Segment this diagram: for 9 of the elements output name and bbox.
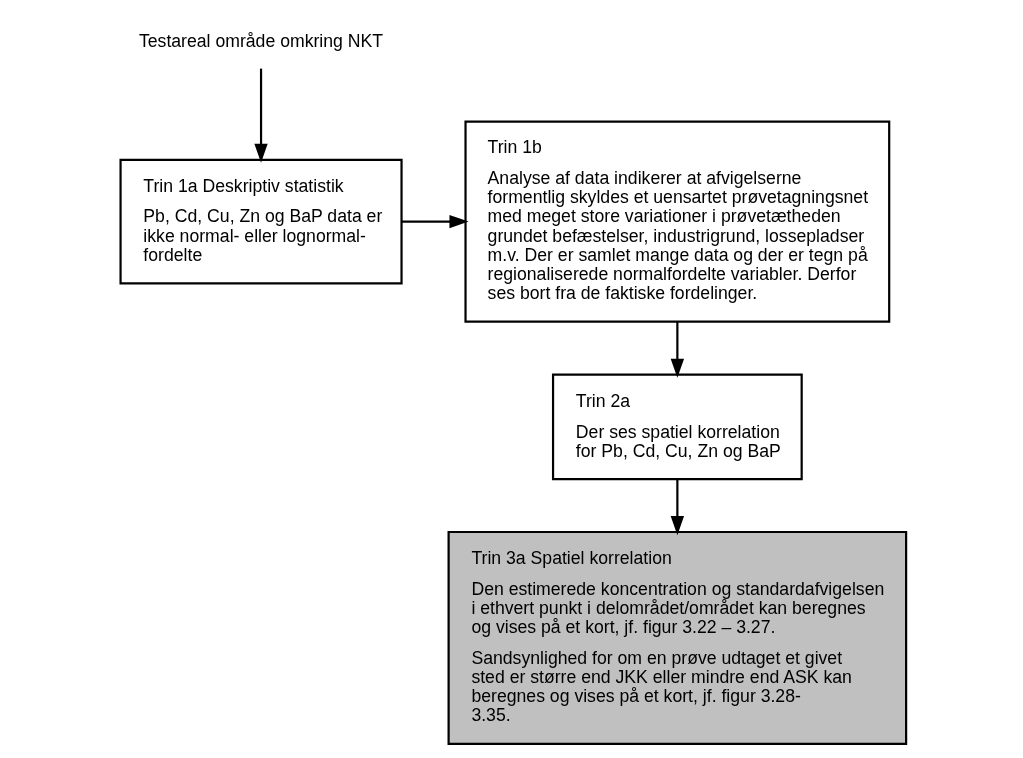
arrow (401, 214, 469, 229)
node-box: Trin 3a Spatiel korrelation Den estimerede koncentration og standardafvigelsen i ethvert punkt i delområdet/området kan beregnes og vises på et kort, jf. figur 3.22 – 3.27. Sandsynlighed for om en prøve udtaget et givet sted er større end JKK eller mindre end ASK kan beregnes og vises på et kort, jf. figur 3.28- 3.35. (447, 530, 908, 745)
node-box: Trin 1b Analyse af data indikerer at afvigelserne formentlig skyldes et uensartet prøvetagningsnet med meget store variationer i prøvetætheden grundet befæstelser, industrigrund, lossepladser m.v. Der er samlet mange data og der er tegn på regionaliserede normalfordelte variabler. Derfor ses bort fra de faktiske fordelinger. (464, 120, 891, 323)
arrow (670, 479, 685, 536)
arrow (670, 321, 685, 378)
node-text: Testareal område omkring NKT (138, 30, 384, 51)
node-box: Trin 2a Der ses spatiel korrelation for Pb, Cd, Cu, Zn og BaP (551, 373, 803, 481)
node-box: Trin 1a Deskriptiv statistik Pb, Cd, Cu, Zn og BaP data er ikke normal- eller lognormal- fordelte (119, 158, 403, 285)
arrow (254, 68, 268, 163)
